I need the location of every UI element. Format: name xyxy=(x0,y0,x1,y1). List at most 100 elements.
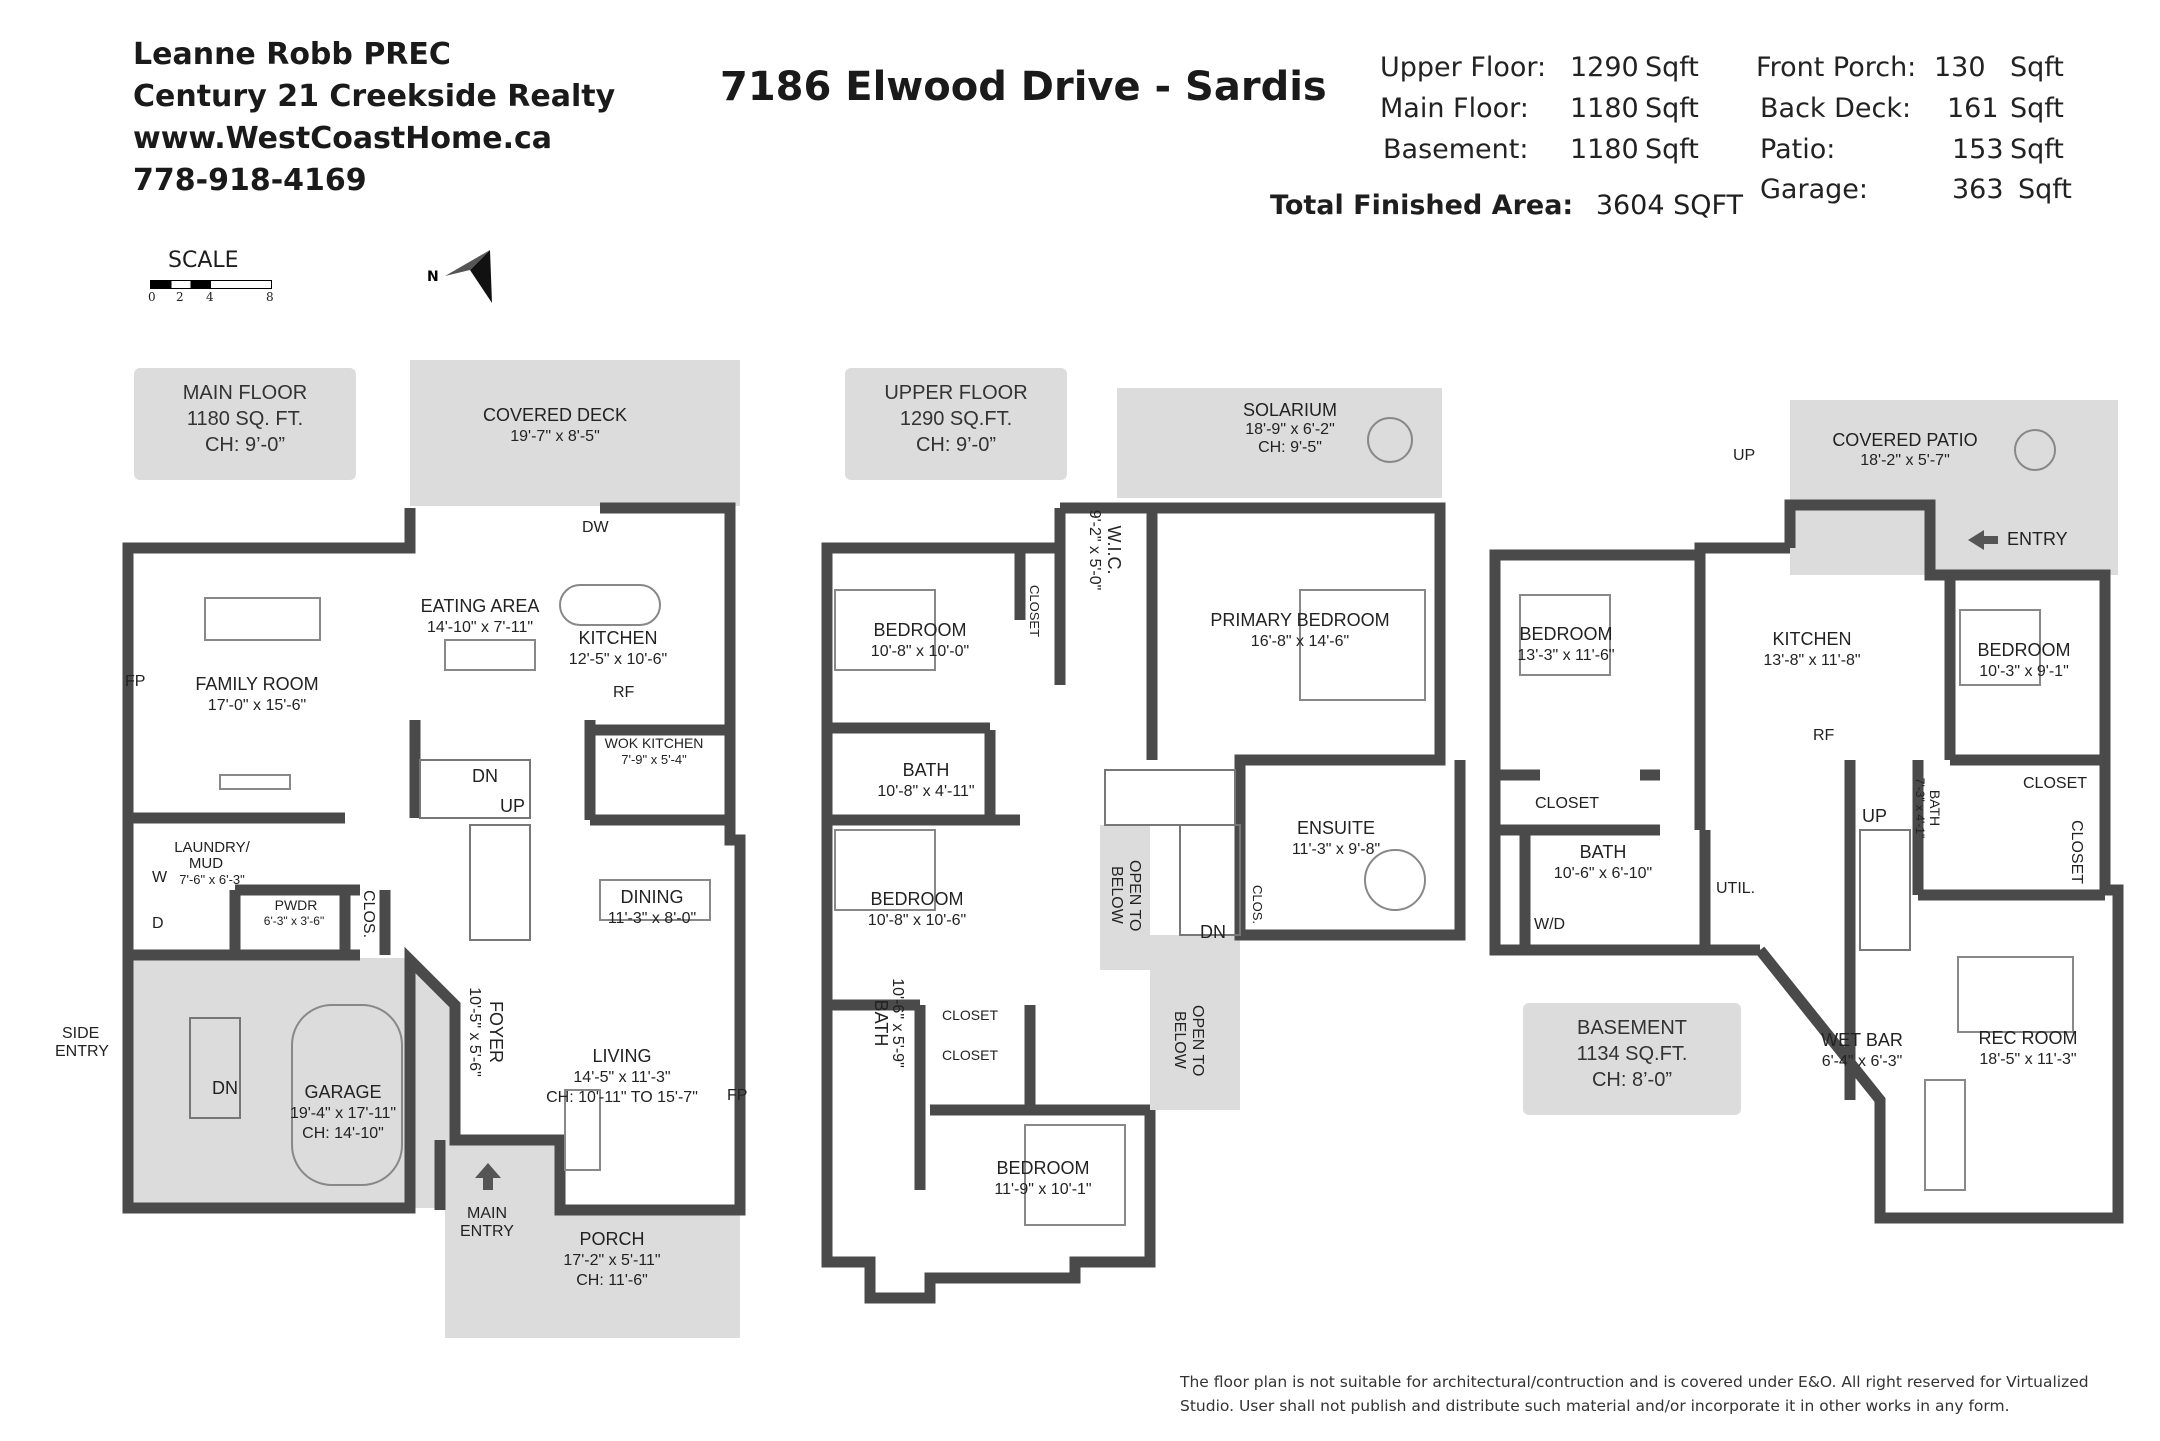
dining-table xyxy=(444,639,536,671)
property-title: 7186 Elwood Drive - Sardis xyxy=(720,64,1327,110)
open-to-below-label: BELOW xyxy=(1171,1011,1188,1070)
dryer-label: D xyxy=(152,915,164,932)
bathtub xyxy=(1364,849,1426,911)
sofa xyxy=(1924,1079,1966,1191)
bed xyxy=(834,589,936,671)
floor-name: MAIN FLOOR xyxy=(182,382,308,404)
porch-area xyxy=(445,1140,740,1338)
area-value: 1290 xyxy=(1570,52,1639,83)
area-unit: Sqft xyxy=(1645,52,1699,83)
open-below-area xyxy=(1100,825,1150,970)
area-label: Patio: xyxy=(1760,134,1836,165)
area-value: 1180 xyxy=(1570,93,1639,124)
scale-tick: 8 xyxy=(266,290,274,304)
floor-area: 1134 SQ.FT. xyxy=(1576,1043,1688,1065)
area-label: Main Floor: xyxy=(1380,93,1529,124)
area-value: 161 xyxy=(1947,93,1999,124)
area-label: Garage: xyxy=(1760,174,1868,205)
area-label: Front Porch: xyxy=(1756,52,1917,83)
scale-graphic xyxy=(150,280,272,289)
fixture-labels: DW RF FP FP DN UP DN W D CLOS. SIDE ENTR… xyxy=(55,447,2087,1240)
stair-down-label: DN xyxy=(212,1078,238,1098)
agent-phone: 778-918-4169 xyxy=(133,163,367,198)
basement-exterior-wall xyxy=(1755,499,2124,1224)
floor-area: 1180 SQ. FT. xyxy=(186,408,304,430)
total-area-value: 3604 SQFT xyxy=(1595,190,1744,221)
floor-ceiling: CH: 9’-0” xyxy=(204,434,285,456)
kitchen-island xyxy=(559,584,661,626)
room-bath-basement-2: BATH7'-3" x 4'-1" xyxy=(1913,778,1943,838)
entry-arrow-icon xyxy=(1968,530,1998,550)
closet-label: CLOSET xyxy=(942,1007,998,1023)
fireplace-label: FP xyxy=(727,1087,747,1104)
closet-label: CLOSET xyxy=(2023,775,2087,792)
stair-garage xyxy=(189,1017,241,1119)
room-bath-upper-2: BATH10'-6" x 5'-9" xyxy=(871,978,906,1068)
stair-down-label: DN xyxy=(1200,922,1226,942)
agent-company: Century 21 Creekside Realty xyxy=(133,79,616,114)
stair-up-label: UP xyxy=(500,796,525,816)
dishwasher-label: DW xyxy=(582,519,610,536)
agent-website[interactable]: www.WestCoastHome.ca xyxy=(133,121,553,156)
side-entry-label: ENTRY xyxy=(55,1043,109,1060)
tv-console xyxy=(219,774,291,790)
bed xyxy=(1959,609,2041,686)
open-below-area xyxy=(1150,935,1240,1110)
area-unit: Sqft xyxy=(1645,93,1699,124)
main-entry-label: ENTRY xyxy=(460,1223,514,1240)
covered-patio-area xyxy=(1790,400,2118,575)
area-unit: Sqft xyxy=(2018,174,2072,205)
stairs xyxy=(189,759,1911,1119)
open-to-below-label: OPEN TO xyxy=(1126,860,1143,931)
main-exterior-wall xyxy=(122,502,746,1216)
solarium-table xyxy=(1367,417,1413,463)
entry-label: ENTRY xyxy=(2007,529,2068,549)
floor-name: BASEMENT xyxy=(1576,1017,1688,1039)
area-value: 130 xyxy=(1934,52,1986,83)
closet-label: CLOSET xyxy=(1535,795,1599,812)
bed xyxy=(1024,1124,1126,1226)
fridge-label: RF xyxy=(613,684,635,701)
floor-area: 1290 SQ.FT. xyxy=(899,408,1013,430)
stair-upper-b xyxy=(1179,824,1241,936)
area-label: Upper Floor: xyxy=(1380,52,1547,83)
stair-up-label: UP xyxy=(1862,806,1887,826)
fireplace-label: FP xyxy=(125,673,145,690)
furniture xyxy=(204,417,2074,1226)
area-value: 363 xyxy=(1952,174,2004,205)
room-wic: W.I.C.9'-2" x 5'-0" xyxy=(1086,510,1124,591)
room-foyer: FOYER10'-5" x 5'-6" xyxy=(466,987,506,1077)
washer-dryer-label: W/D xyxy=(1534,916,1565,933)
area-unit: Sqft xyxy=(1645,134,1699,165)
floor-name: UPPER FLOOR xyxy=(884,382,1028,404)
area-value: 1180 xyxy=(1570,134,1639,165)
floor-ceiling: CH: 9’-0” xyxy=(915,434,996,456)
sofa xyxy=(204,597,321,641)
scale-tick: 0 xyxy=(148,290,156,304)
stair-main-up xyxy=(469,824,531,941)
area-value: 153 xyxy=(1952,134,2004,165)
agent-name: Leanne Robb PREC xyxy=(133,37,451,72)
upper-floor-info: UPPER FLOOR 1290 SQ.FT. CH: 9’-0” xyxy=(845,368,1067,480)
